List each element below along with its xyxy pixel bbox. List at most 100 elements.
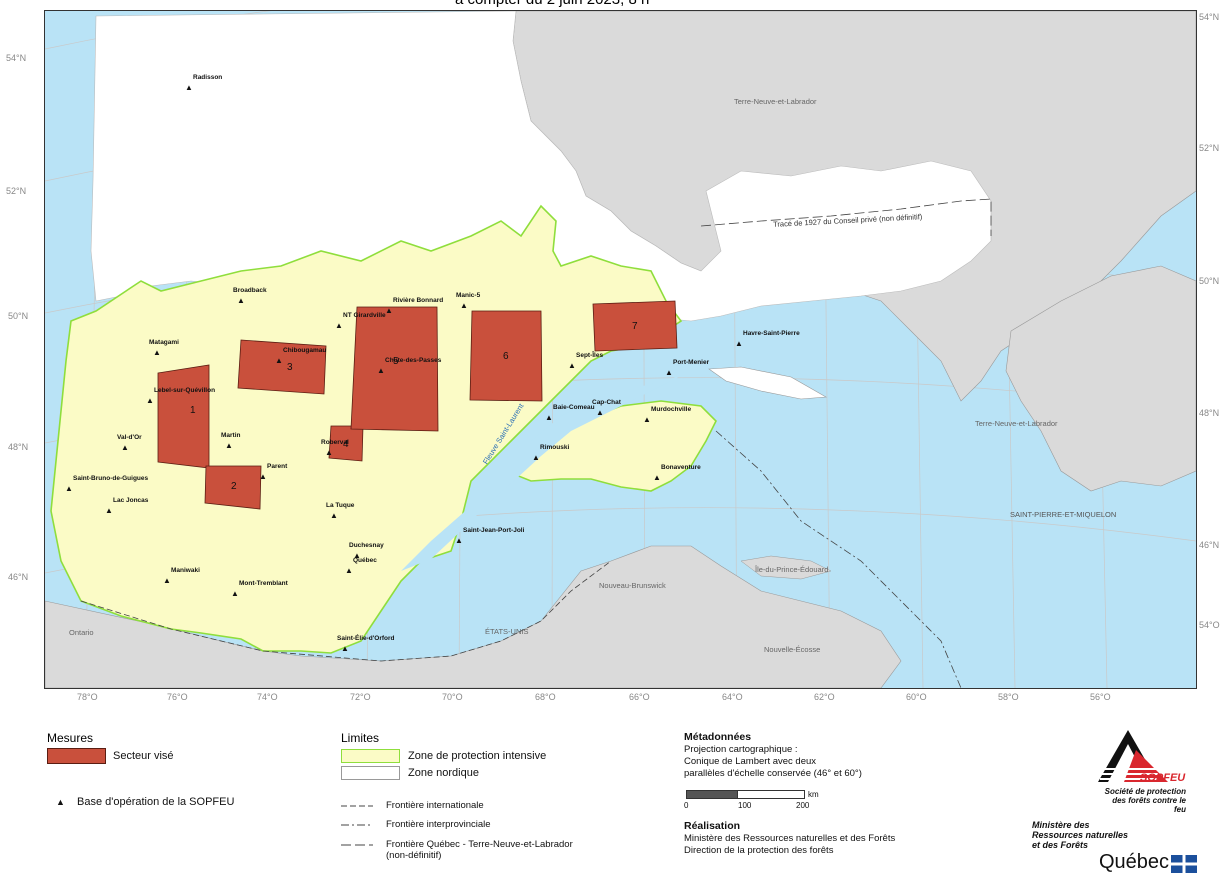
base-label: Martin <box>221 432 241 439</box>
metadata-title: Métadonnées <box>684 731 752 743</box>
ministere-block: Ministère des Ressources naturelles et d… <box>1032 820 1128 850</box>
base-marker-icon: ▲ <box>532 453 540 462</box>
base-label: La Tuque <box>326 502 355 509</box>
realisation-line: Direction de la protection des forêts <box>684 845 834 856</box>
base-label: Rimouski <box>540 444 570 451</box>
legend-mesures-title: Mesures <box>47 731 94 745</box>
legend-secteur-vise: Secteur visé <box>113 750 174 762</box>
base-marker-icon: ▲ <box>231 589 239 598</box>
quebec-wordmark: Québec <box>1099 851 1170 873</box>
base-label: NT Girardville <box>343 312 386 319</box>
region-label: Ontario <box>69 628 94 637</box>
base-marker-icon: ▲ <box>643 415 651 424</box>
base-label: Cap-Chat <box>592 399 621 406</box>
border-line-samples <box>341 805 373 846</box>
lon-label: 62°O <box>814 692 835 702</box>
base-marker-icon: ▲ <box>65 484 73 493</box>
base-label: Parent <box>267 463 288 470</box>
base-marker-icon: ▲ <box>153 348 161 357</box>
lat-label-right: 52°N <box>1199 143 1220 153</box>
sector-1 <box>157 364 210 469</box>
base-label: Port-Menier <box>673 359 710 366</box>
base-label: Baie-Comeau <box>553 404 595 411</box>
base-marker-icon: ▲ <box>163 576 171 585</box>
base-marker-icon: ▲ <box>460 301 468 310</box>
lon-label: 70°O <box>442 692 463 702</box>
base-marker-icon: ▲ <box>455 536 463 545</box>
base-marker-icon: ▲ <box>545 413 553 422</box>
base-label: Murdochville <box>651 406 692 413</box>
lon-label: 60°O <box>906 692 927 702</box>
base-marker-icon: ▲ <box>325 448 333 457</box>
base-label: Mont-Tremblant <box>239 580 288 587</box>
legend-limites-title: Limites <box>341 731 380 745</box>
base-label: Radisson <box>193 74 223 81</box>
triangle-icon: ▲ <box>56 797 65 807</box>
legend-frontiere-qc-tnl-2: (non-définitif) <box>386 850 442 861</box>
base-label: Québec <box>353 557 377 564</box>
lon-label: 74°O <box>257 692 278 702</box>
base-marker-icon: ▲ <box>259 472 267 481</box>
trace-1927 <box>700 198 992 236</box>
sector-swatch <box>47 748 106 764</box>
sopfeu-tagline: Société de protection des forêts contre … <box>1104 787 1186 814</box>
interprovincial-border <box>715 430 962 688</box>
base-label: Sept-Îles <box>576 352 604 359</box>
base-marker-icon: ▲ <box>237 296 245 305</box>
zone-intensive-swatch <box>341 749 400 763</box>
lat-label-right: 46°N <box>1199 540 1220 550</box>
ministere-line-2: Ressources naturelles <box>1032 830 1129 840</box>
metadata-block: Métadonnées Projection cartographique : … <box>684 731 862 780</box>
base-marker-icon: ▲ <box>146 396 154 405</box>
lon-label: 56°O <box>1090 692 1111 702</box>
base-label: Broadback <box>233 287 267 294</box>
lat-label-left: 46°N <box>8 572 29 582</box>
sector-label: 1 <box>190 405 196 416</box>
base-marker-icon: ▲ <box>121 443 129 452</box>
base-label: Roberval <box>321 439 349 446</box>
base-label: Duchesnay <box>349 542 384 549</box>
base-marker-icon: ▲ <box>735 339 743 348</box>
anticosti-island <box>708 366 827 400</box>
base-label: Manic-5 <box>456 292 481 299</box>
region-label: Île-du-Prince-Édouard <box>755 565 829 574</box>
scale-bar-light <box>737 790 805 799</box>
lon-label: 58°O <box>998 692 1019 702</box>
lon-label: 72°O <box>350 692 371 702</box>
sector-label: 3 <box>287 362 293 373</box>
sopfeu-line-2: des forêts contre le feu <box>1112 796 1186 814</box>
scale-label-0: 0 <box>684 801 689 810</box>
sector-label: 7 <box>632 321 638 332</box>
base-marker-icon: ▲ <box>653 473 661 482</box>
lat-label-left: 52°N <box>6 186 27 196</box>
legend-frontiere-interprovinciale: Frontière interprovinciale <box>386 819 491 830</box>
metadata-line: Conique de Lambert avec deux <box>684 756 817 767</box>
lat-label-left: 48°N <box>8 442 29 452</box>
sector-6 <box>469 310 543 402</box>
base-marker-icon: ▲ <box>345 566 353 575</box>
lon-label: 68°O <box>535 692 556 702</box>
realisation-title: Réalisation <box>684 820 741 832</box>
scale-unit: km <box>808 790 819 799</box>
region-label: Terre-Neuve-et-Labrador <box>975 419 1058 428</box>
region-label: SAINT-PIERRE-ET-MIQUELON <box>1010 510 1117 519</box>
southern-land <box>45 545 902 688</box>
base-label: Maniwaki <box>171 567 200 574</box>
scale-label-100: 100 <box>738 801 752 810</box>
base-label: Bonaventure <box>661 464 701 471</box>
legend-frontiere-qc-tnl: Frontière Québec - Terre-Neuve-et-Labrad… <box>386 839 573 850</box>
lat-label-right: 54°O <box>1199 620 1220 630</box>
base-label: Lac Joncas <box>113 497 149 504</box>
map-frame: 1 2 3 4 5 6 7 Terre-Neuve-et-Labrador Te… <box>44 10 1197 689</box>
lat-label-right: 54°N <box>1199 12 1220 22</box>
sopfeu-line-1: Société de protection <box>1104 787 1186 796</box>
zone-nordique-swatch <box>341 766 400 780</box>
base-label: Chute-des-Passes <box>385 357 442 364</box>
newfoundland-land <box>1005 265 1196 492</box>
base-label: Saint-Élie-d'Orford <box>337 635 395 642</box>
legend-frontiere-internationale: Frontière internationale <box>386 800 484 811</box>
lat-label-left: 54°N <box>6 53 27 63</box>
base-marker-icon: ▲ <box>377 366 385 375</box>
lat-label-right: 48°N <box>1199 408 1220 418</box>
sopfeu-logo <box>1098 730 1168 782</box>
